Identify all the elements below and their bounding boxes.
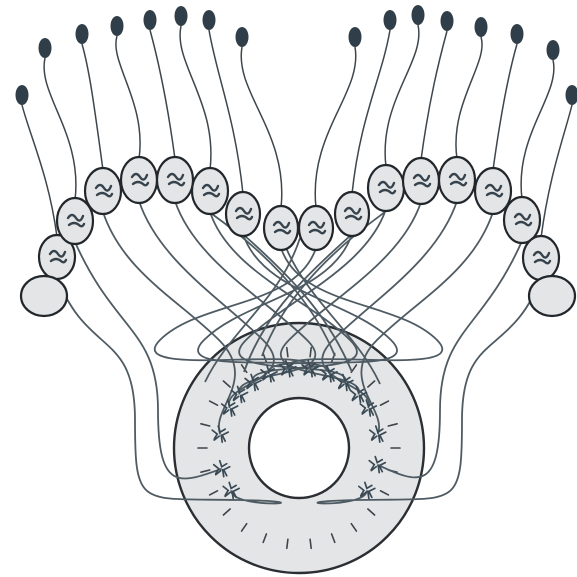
dendrite-lead	[241, 47, 282, 208]
cell-body	[264, 206, 298, 250]
cell-body	[157, 157, 193, 203]
cell-body	[439, 157, 475, 203]
dendrite-tip	[16, 85, 29, 105]
dendrite-lead	[44, 58, 76, 200]
cell-body	[192, 168, 228, 214]
dendrite-lead	[493, 44, 517, 170]
dendrite-tip	[203, 10, 216, 30]
cell-body	[335, 192, 369, 236]
dendrite-lead	[116, 36, 140, 159]
dendrite-tip	[384, 10, 397, 30]
dendrite-tip	[441, 11, 454, 31]
dendrite-lead	[180, 26, 211, 170]
cell-body	[85, 168, 121, 214]
ring-spoke	[287, 348, 288, 357]
ring-hole	[249, 398, 349, 498]
dendrite-lead	[456, 37, 482, 159]
dendrite-tip	[76, 24, 89, 44]
dendrite-lead	[150, 30, 175, 159]
ring-spoke	[287, 539, 288, 548]
cell-body	[504, 197, 540, 243]
cell-body	[475, 168, 511, 214]
dendrite-tip	[349, 27, 362, 47]
cell-body	[403, 158, 439, 204]
dendrite-lead	[315, 47, 356, 208]
dendrite-tip	[144, 10, 157, 30]
dendrite-lead	[82, 44, 103, 170]
dendrite-tip	[412, 5, 425, 25]
ring-spoke	[310, 539, 311, 548]
cell-body	[121, 157, 157, 203]
dendrite-lead	[22, 105, 57, 237]
dendrite-tip	[175, 6, 188, 26]
dendrite-lead	[521, 60, 554, 199]
cell-body	[523, 236, 559, 280]
dendrite-tip	[547, 40, 560, 60]
dendrite-lead	[385, 25, 419, 167]
cell-body	[299, 206, 333, 250]
ring-spoke	[310, 348, 311, 357]
dendrite-lead	[421, 31, 447, 160]
dendrite-tip	[111, 16, 124, 36]
dendrite-tip	[475, 17, 488, 37]
cell-body	[226, 192, 260, 236]
dendrite-tip	[566, 85, 577, 105]
cell-body	[21, 276, 67, 316]
cell-body	[368, 165, 404, 211]
dendrite-leads	[22, 25, 572, 296]
dendrite-lead	[541, 105, 572, 238]
dendrite-tip	[511, 24, 524, 44]
dendrite-tip	[39, 38, 52, 58]
cell-body	[529, 276, 575, 316]
dendrite-tip	[236, 27, 249, 47]
